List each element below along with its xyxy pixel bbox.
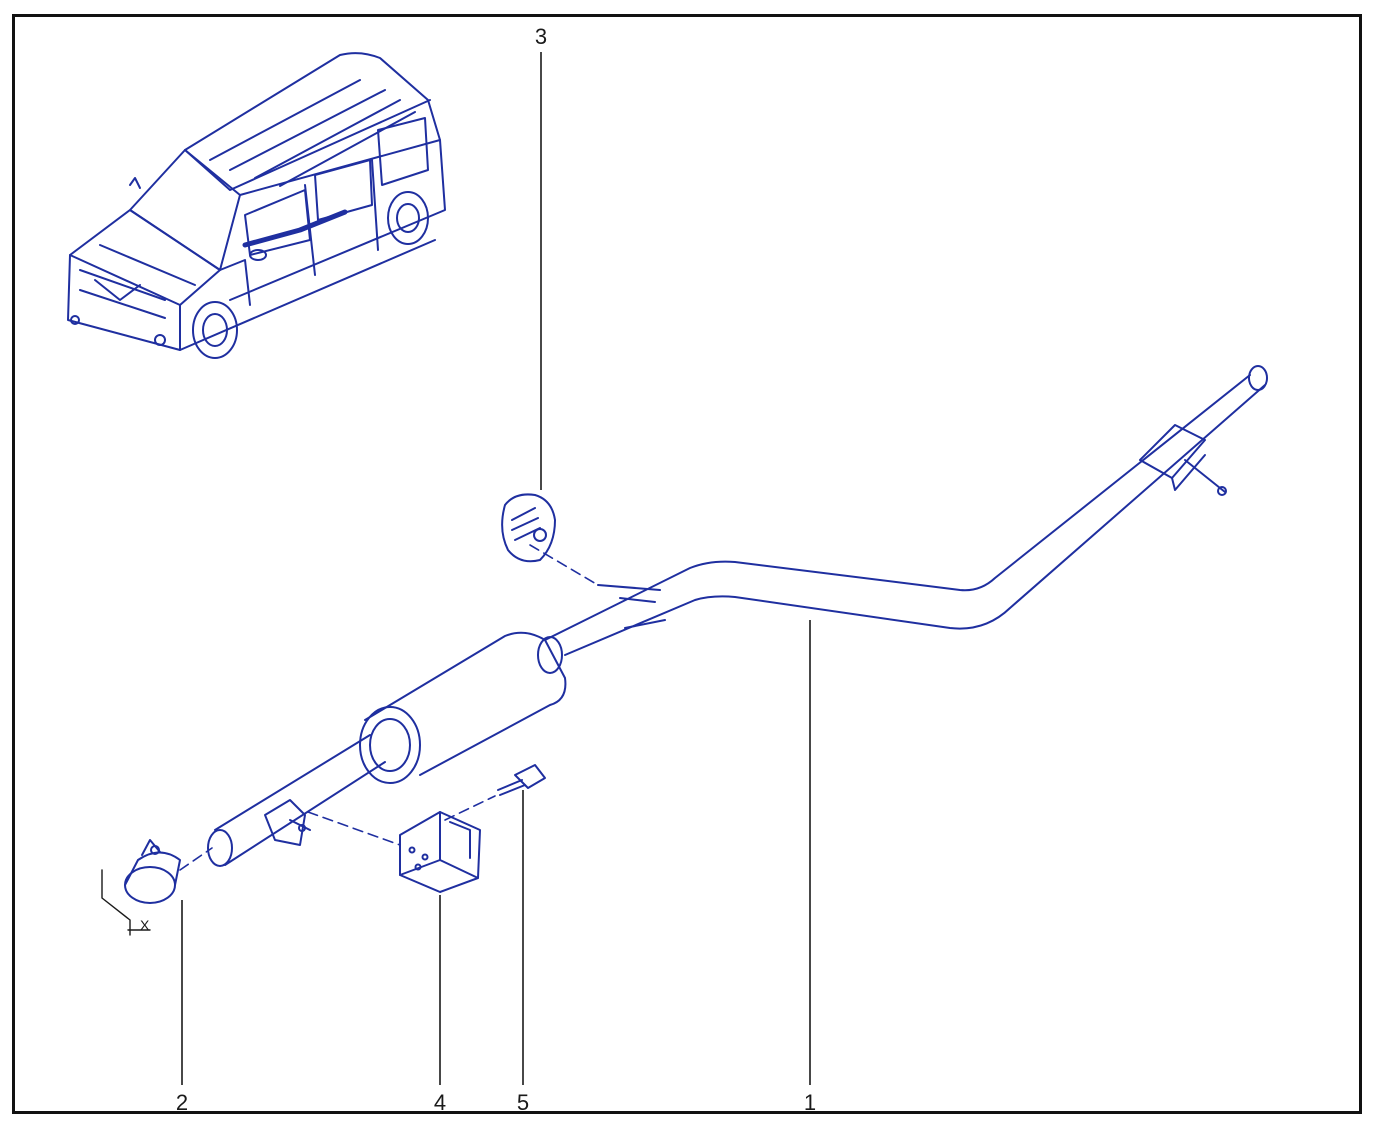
exhaust-clamp (124, 839, 181, 904)
callout-1: 1 (804, 1090, 816, 1115)
bolt (497, 764, 546, 796)
callout-4: 4 (434, 1090, 446, 1115)
dimension-label: X (140, 917, 150, 933)
exhaust-pipe (207, 365, 1268, 867)
callout-2: 2 (176, 1090, 188, 1115)
diagram-frame (12, 14, 1362, 1114)
mounting-bracket (399, 811, 481, 893)
callout-5: 5 (517, 1090, 529, 1115)
rubber-mount (501, 493, 556, 563)
callout-3: 3 (535, 24, 547, 49)
car-icon (67, 52, 446, 359)
